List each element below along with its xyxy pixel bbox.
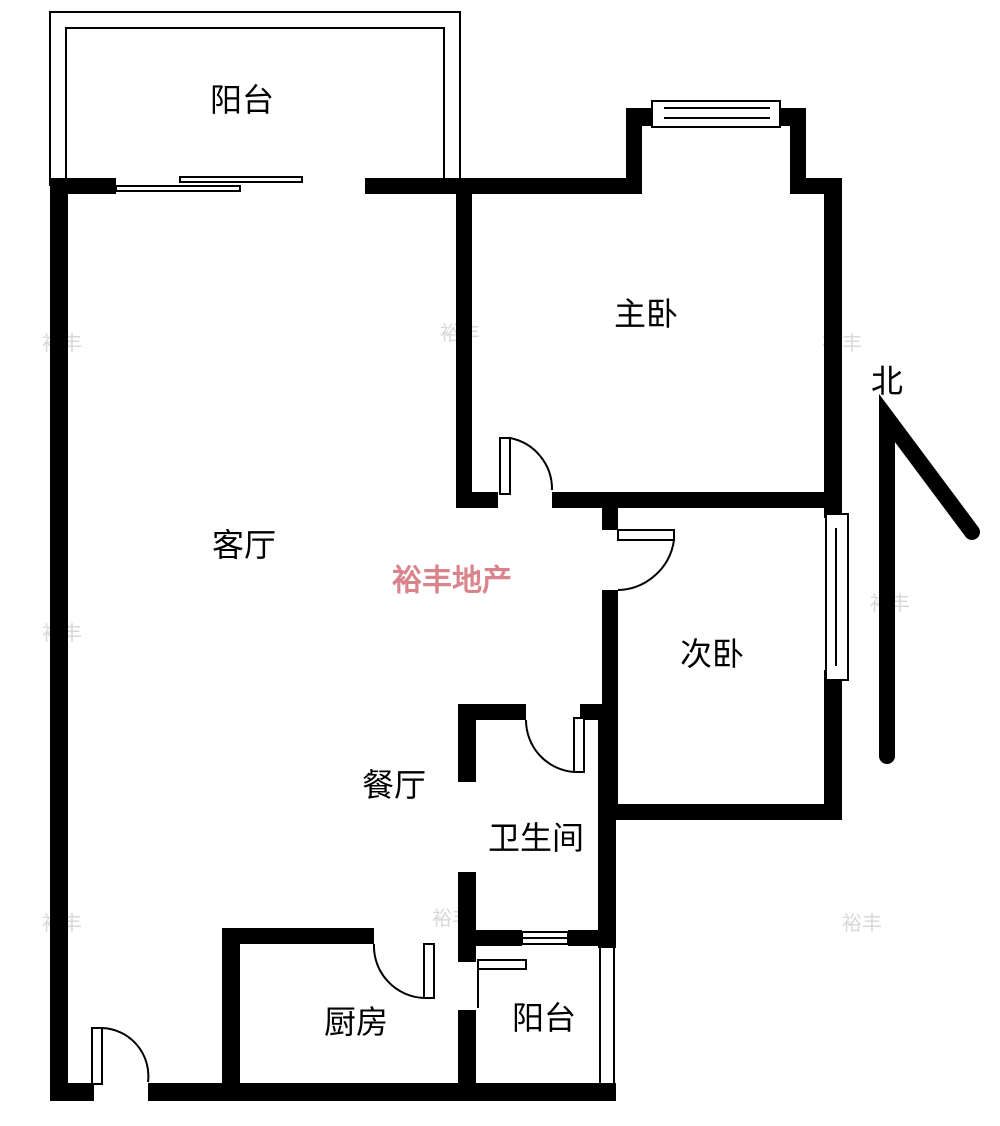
bathroom-door: [524, 717, 585, 773]
windows: [115, 100, 849, 945]
room-label-balcony-bottom: 阳台: [512, 999, 576, 1037]
bay-window: [651, 100, 781, 128]
sliding-door-panel: [179, 176, 303, 183]
wall-bay-right: [790, 108, 806, 194]
wall-bath-bottom-right: [568, 930, 616, 946]
balcony-door: [477, 959, 527, 1008]
brand-watermark: 裕丰地产: [392, 564, 512, 599]
balcony-top-outline: [49, 11, 461, 186]
wall-left: [50, 178, 68, 1101]
wall-bath-left-lower: [458, 872, 476, 962]
wall-master-bottom-right: [552, 492, 842, 508]
room-label-balcony-top: 阳台: [210, 81, 274, 119]
entrance-door: [91, 1027, 150, 1085]
watermarks: 裕丰 裕丰 裕丰 裕丰 裕丰 裕丰 裕丰 裕丰: [42, 321, 910, 935]
wall-bay-top-right: [776, 108, 806, 126]
wall-bay-left: [626, 108, 642, 194]
kitchen-door: [372, 943, 435, 999]
north-label: 北: [871, 362, 903, 400]
wall-kitchen-right: [458, 1010, 476, 1101]
room-label-second-bedroom: 次卧: [680, 635, 744, 673]
room-label-dining-room: 餐厅: [362, 766, 426, 804]
doors: [91, 437, 675, 1085]
sliding-door-panel: [115, 185, 241, 192]
wall-bath-left-upper: [458, 704, 476, 782]
second-bedroom-door: [617, 529, 675, 591]
wall-bottom-left: [50, 1083, 94, 1101]
wall-bottom-right: [148, 1083, 616, 1101]
wall-second-door-jamb: [602, 508, 618, 530]
wall-top-mid: [365, 178, 639, 194]
wall-kitchen-top: [222, 928, 374, 944]
north-arrow-icon: [879, 393, 980, 764]
thin-walls: [599, 946, 615, 1084]
wall-kitchen-left: [222, 928, 240, 1101]
wall-master-bottom-left: [456, 492, 498, 508]
room-label-kitchen: 厨房: [324, 1003, 388, 1041]
wall-bath-bottom-left: [458, 930, 522, 946]
wall-right-lower: [824, 670, 842, 820]
master-door: [499, 437, 554, 495]
room-label-master-bedroom: 主卧: [614, 295, 678, 333]
wall-top-left: [50, 178, 116, 194]
wall-master-left: [456, 178, 472, 508]
wall-bath-right: [598, 704, 616, 948]
room-label-living-room: 客厅: [212, 526, 276, 564]
walls: [50, 108, 842, 1101]
watermark-text: 裕丰: [842, 911, 882, 935]
wall-right-upper: [824, 178, 842, 518]
wall-second-bottom: [602, 804, 842, 820]
room-label-bathroom: 卫生间: [488, 819, 584, 857]
